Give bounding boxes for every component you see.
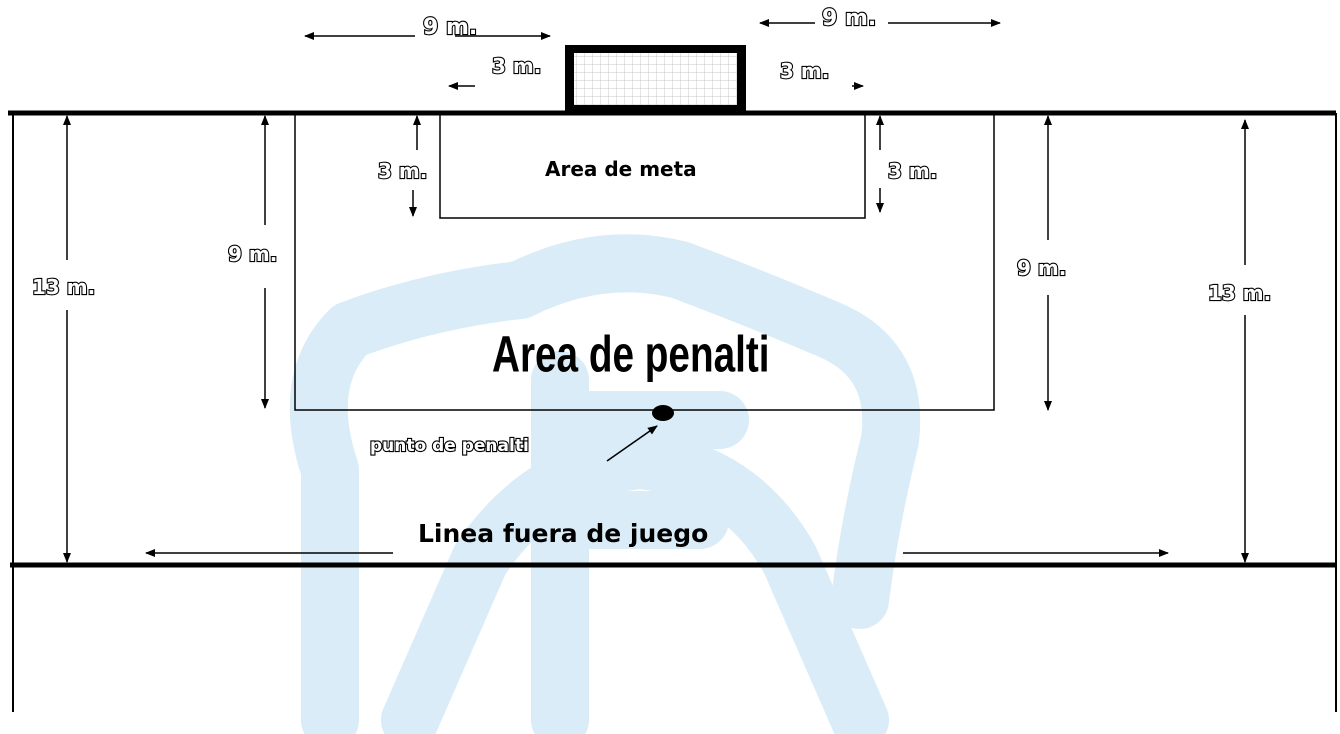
label-penalty-right-9: 9 m.: [1017, 256, 1066, 280]
label-top-right-3: 3 m.: [780, 59, 829, 83]
label-left-13: 13 m.: [32, 275, 95, 299]
goal: [565, 45, 746, 112]
label-goal-left-3: 3 m.: [378, 159, 427, 183]
goal-area-box: [439, 112, 866, 219]
label-top-right-9: 9 m.: [822, 6, 876, 31]
label-offside-line: Linea fuera de juego: [418, 519, 708, 548]
dimension-arrows: [63, 19, 1249, 563]
label-penalty-left-9: 9 m.: [228, 242, 277, 266]
penalty-spot-pointer-arrow: [606, 425, 658, 462]
label-top-left-3: 3 m.: [492, 54, 541, 78]
label-top-left-9: 9 m.: [423, 15, 477, 40]
label-penalty-area: Area de penalti: [492, 325, 770, 382]
penalty-spot: [652, 405, 674, 421]
label-goal-area: Area de meta: [545, 157, 697, 181]
label-penalty-spot: punto de penalti: [370, 436, 529, 456]
label-right-13: 13 m.: [1208, 281, 1271, 305]
watermark-emblem: [289, 234, 921, 734]
label-goal-right-3: 3 m.: [888, 159, 937, 183]
field-lines: [8, 110, 1337, 712]
